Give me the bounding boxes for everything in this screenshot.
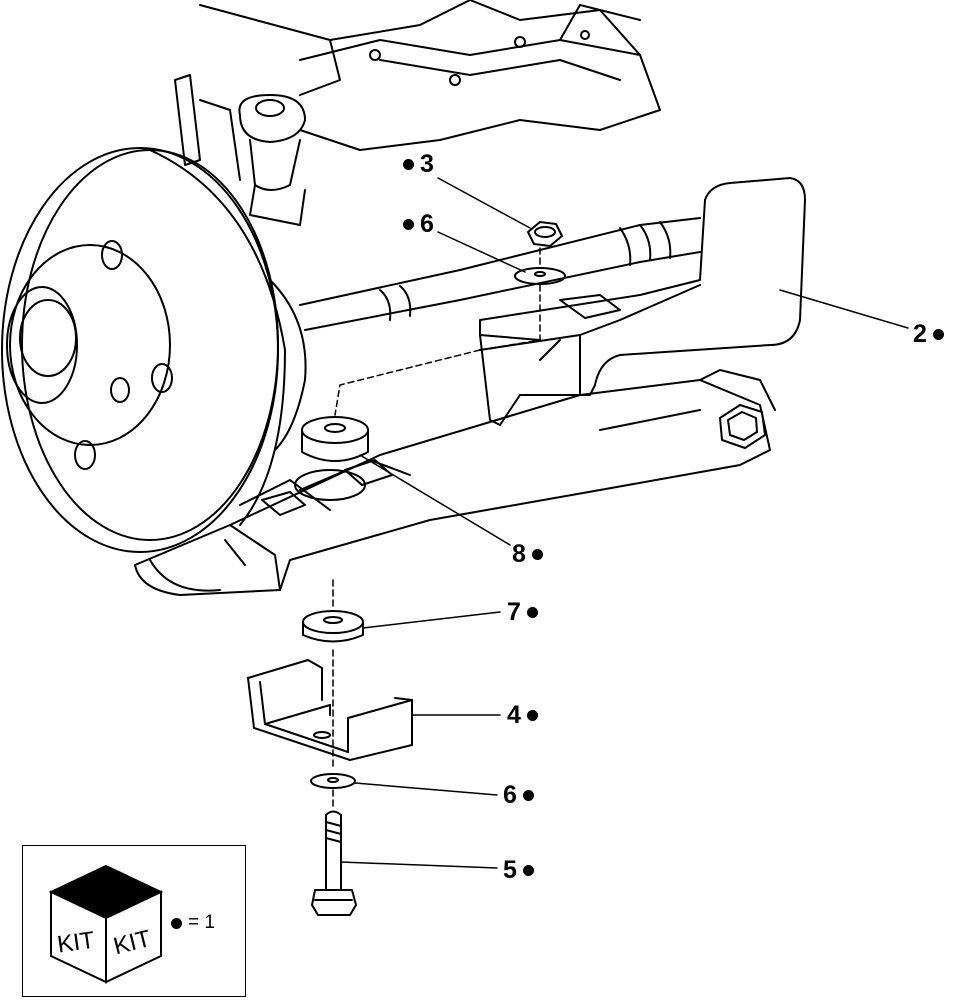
brake-disc xyxy=(1,147,307,553)
callout-4: 4 xyxy=(507,703,538,728)
kit-dot-icon xyxy=(171,917,182,929)
kit-equals-text: = 1 xyxy=(188,912,215,933)
kit-dot-icon xyxy=(932,329,944,340)
callout-2: 2 xyxy=(913,322,944,347)
kit-legend: KIT KIT = 1 xyxy=(22,845,246,997)
kit-dot-icon xyxy=(522,865,534,876)
bracket-plate-part-2 xyxy=(479,177,806,426)
kit-left-text: KIT xyxy=(56,927,97,959)
bush-top-part-8 xyxy=(301,416,369,462)
u-bracket-part-4 xyxy=(247,659,413,761)
callout-number: 6 xyxy=(420,210,434,238)
ball-joint xyxy=(238,94,306,226)
kit-dot-icon xyxy=(403,159,414,170)
callout-number: 8 xyxy=(512,540,526,568)
bolt-part-5 xyxy=(311,810,357,916)
bush-bottom-part-7 xyxy=(302,610,364,643)
callout-number: 4 xyxy=(507,701,521,729)
kit-dot-icon xyxy=(526,710,538,721)
callout-5: 5 xyxy=(503,858,534,883)
drive-shaft xyxy=(299,217,701,331)
kit-dot-icon xyxy=(531,549,543,560)
arm-bolt xyxy=(719,404,766,449)
callout-number: 6 xyxy=(503,781,517,809)
callout-6-bottom: 6 xyxy=(503,783,534,808)
subframe xyxy=(174,0,661,181)
callout-6-top: 6 xyxy=(403,212,434,237)
washer-bottom-part-6 xyxy=(310,773,356,789)
callout-number: 2 xyxy=(913,320,927,348)
callout-number: 3 xyxy=(420,150,434,178)
kit-equals: = 1 xyxy=(171,912,215,934)
nut-part-3 xyxy=(527,221,563,247)
callout-3: 3 xyxy=(403,152,434,177)
kit-dot-icon xyxy=(403,219,414,230)
leader-lines xyxy=(340,177,909,869)
lower-arm xyxy=(134,369,776,596)
callout-8: 8 xyxy=(512,542,543,567)
callout-7: 7 xyxy=(507,600,538,625)
assembly-lines xyxy=(332,247,541,811)
callout-number: 5 xyxy=(503,856,517,884)
kit-dot-icon xyxy=(526,607,538,618)
kit-box-icon: KIT KIT xyxy=(48,864,164,984)
callout-number: 7 xyxy=(507,598,521,626)
washer-top-part-6 xyxy=(514,267,566,285)
kit-dot-icon xyxy=(522,790,534,801)
